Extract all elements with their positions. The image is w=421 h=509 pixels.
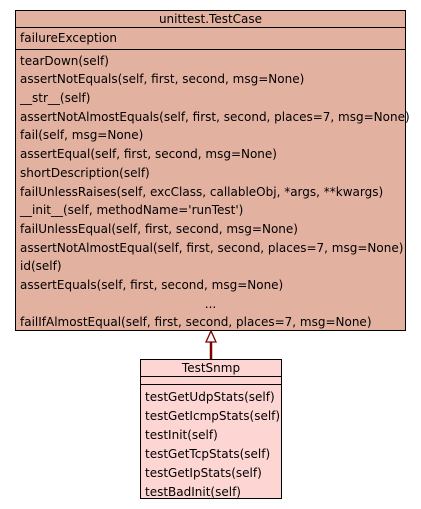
method-row: assertEqual(self, first, second, msg=Non…	[20, 147, 277, 162]
method-row: testGetTcpStats(self)	[145, 447, 271, 461]
method-row: testGetIpStats(self)	[145, 466, 262, 480]
method-row: tearDown(self)	[20, 53, 109, 68]
method-row: testGetIcmpStats(self)	[145, 409, 281, 423]
method-row: failUnlessRaises(self, excClass, callabl…	[20, 184, 384, 199]
class-name-testsnmp: TestSnmp	[141, 360, 281, 377]
method-row: shortDescription(self)	[20, 165, 150, 180]
method-row: assertNotAlmostEquals(self, first, secon…	[20, 109, 410, 124]
method-row: assertNotEquals(self, first, second, msg…	[20, 72, 305, 87]
attributes-compartment-testcase: failureException	[16, 28, 405, 50]
method-row: __init__(self, methodName='runTest')	[20, 203, 244, 218]
method-row: testGetUdpStats(self)	[145, 390, 275, 404]
methods-compartment-testsnmp: testGetUdpStats(self) testGetIcmpStats(s…	[141, 385, 281, 502]
method-row: testInit(self)	[145, 428, 218, 442]
method-row: __str__(self)	[20, 91, 91, 106]
method-row: fail(self, msg=None)	[20, 128, 144, 143]
class-box-testsnmp[interactable]: TestSnmp testGetUdpStats(self) testGetIc…	[140, 359, 282, 499]
method-ellipsis: ...	[204, 296, 217, 311]
method-row: assertNotAlmostEqual(self, first, second…	[20, 240, 404, 255]
attributes-compartment-testsnmp	[141, 377, 281, 385]
method-row: testBadInit(self)	[145, 485, 241, 499]
class-name-testcase: unittest.TestCase	[16, 11, 405, 28]
class-box-testcase[interactable]: unittest.TestCase failureException tearD…	[15, 10, 410, 332]
inheritance-arrowhead-icon	[204, 329, 218, 343]
method-row: id(self)	[20, 259, 62, 274]
method-row: assertEquals(self, first, second, msg=No…	[20, 277, 284, 292]
method-row: failIfAlmostEqual(self, first, second, p…	[20, 315, 372, 330]
attribute-row: failureException	[20, 31, 117, 45]
methods-compartment-testcase: tearDown(self) assertNotEquals(self, fir…	[16, 50, 410, 332]
method-row: failUnlessEqual(self, first, second, msg…	[20, 221, 298, 236]
